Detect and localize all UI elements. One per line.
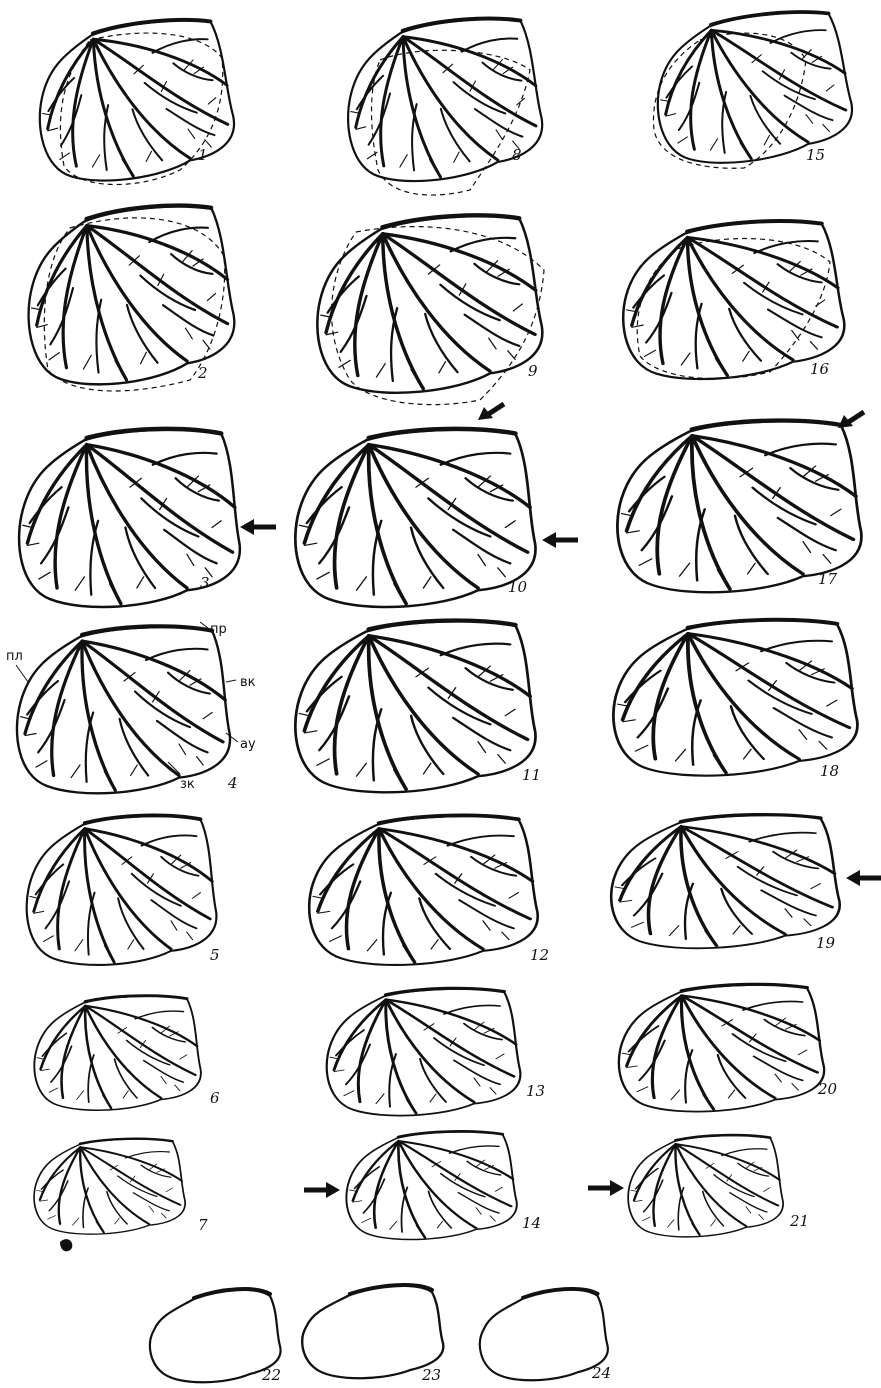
ink-smudge <box>60 1239 72 1251</box>
leader-vk <box>226 680 236 682</box>
figure-number-5: 5 <box>210 946 220 964</box>
figure-number-17: 17 <box>818 570 838 588</box>
arrow-figure-10-top <box>478 404 504 420</box>
figure-21 <box>628 1135 783 1237</box>
arrow-figure-21 <box>588 1180 624 1196</box>
figure-4 <box>17 626 230 793</box>
figure-number-22: 22 <box>261 1366 281 1384</box>
figure-10 <box>295 429 535 607</box>
figure-13 <box>327 988 521 1115</box>
figure-11 <box>295 621 535 793</box>
figure-number-1: 1 <box>198 146 208 164</box>
figure-14 <box>346 1131 516 1239</box>
figure-number-16: 16 <box>810 360 830 378</box>
figure-12 <box>309 815 538 965</box>
figure-number-19: 19 <box>816 934 836 952</box>
figure-number-14: 14 <box>522 1214 541 1232</box>
figure-20 <box>619 984 824 1111</box>
figure-8 <box>343 16 545 195</box>
figure-18 <box>613 620 857 776</box>
label-vk: вк <box>240 675 256 690</box>
figure-number-2: 2 <box>197 364 208 382</box>
figure-number-20: 20 <box>817 1080 838 1098</box>
figure-number-13: 13 <box>526 1082 545 1100</box>
figure-6 <box>34 996 201 1111</box>
figure-5 <box>27 815 217 965</box>
arrow-figure-10-right <box>542 532 578 548</box>
figure-number-21: 21 <box>789 1212 809 1230</box>
figure-number-4: 4 <box>227 774 238 792</box>
label-zk: зк <box>180 777 195 792</box>
arrow-figure-17 <box>838 412 864 428</box>
figure-number-24: 24 <box>591 1364 611 1382</box>
figure-number-3: 3 <box>200 574 210 592</box>
figure-number-12: 12 <box>530 946 549 964</box>
figure-number-18: 18 <box>820 762 839 780</box>
figure-number-8: 8 <box>512 146 522 164</box>
figure-16 <box>619 219 846 381</box>
leader-pl <box>16 665 28 682</box>
figure-17 <box>617 421 861 593</box>
arrow-figure-19 <box>846 870 881 886</box>
figure-2 <box>23 202 237 391</box>
figure-number-10: 10 <box>508 578 528 596</box>
label-pl: пл <box>6 649 23 664</box>
figure-23 <box>302 1285 443 1378</box>
label-au: ау <box>240 737 256 752</box>
figure-number-23: 23 <box>421 1366 441 1384</box>
figure-number-9: 9 <box>528 362 538 380</box>
figure-24 <box>480 1289 608 1380</box>
figure-15 <box>651 9 855 169</box>
arrow-figure-14 <box>304 1182 340 1198</box>
figure-number-7: 7 <box>198 1216 208 1234</box>
figure-number-15: 15 <box>806 146 825 164</box>
figure-number-11: 11 <box>522 766 541 784</box>
figure-22 <box>150 1289 281 1382</box>
figure-19 <box>611 815 840 949</box>
figure-number-6: 6 <box>210 1089 220 1107</box>
figure-9 <box>313 213 544 404</box>
label-pr: пр <box>210 622 227 637</box>
arrow-figure-3 <box>240 519 276 535</box>
figure-7 <box>34 1139 185 1234</box>
